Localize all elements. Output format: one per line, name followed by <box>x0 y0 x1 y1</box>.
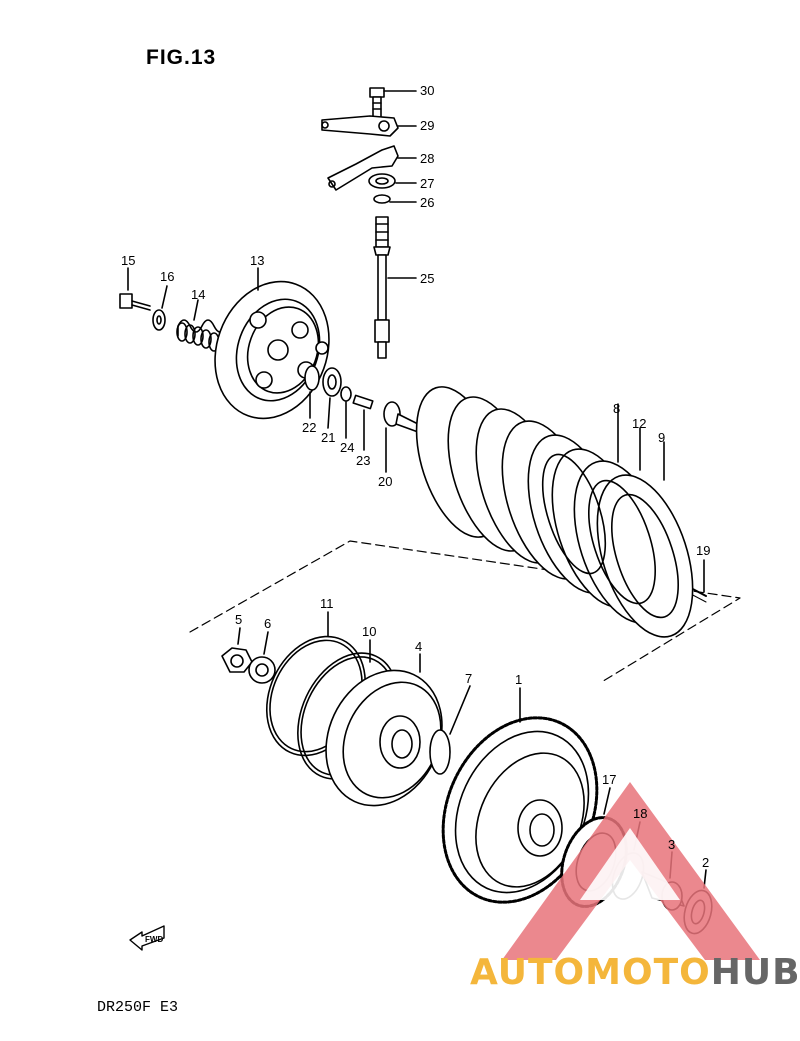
part-13-pressure-plate <box>214 267 330 420</box>
part-20-push-piece <box>383 401 419 473</box>
model-code: DR250F E3 <box>97 999 179 1016</box>
watermark-text: AUTOMOTOHUB <box>470 952 800 993</box>
label-part-22: 22 <box>302 420 316 435</box>
part-28-release-cam <box>327 145 417 191</box>
label-part-14: 14 <box>191 287 205 302</box>
label-part-24: 24 <box>340 440 354 455</box>
label-part-21: 21 <box>321 430 335 445</box>
label-part-16: 16 <box>160 269 174 284</box>
fwd-arrow-icon: FWD <box>129 925 165 951</box>
part-15-bolt <box>119 267 151 311</box>
label-part-23: 23 <box>356 453 370 468</box>
label-part-5: 5 <box>235 612 242 627</box>
part-23-pin <box>352 394 374 451</box>
label-part-13: 13 <box>250 253 264 268</box>
label-part-19: 19 <box>696 543 710 558</box>
part-6-lock-washer <box>248 631 276 684</box>
part-21-bearing <box>322 367 342 429</box>
label-part-10: 10 <box>362 624 376 639</box>
label-part-11: 11 <box>320 596 334 611</box>
label-part-2: 2 <box>702 855 709 870</box>
label-part-20: 20 <box>378 474 392 489</box>
part-number-labels: 30 29 28 27 26 25 15 16 14 13 22 21 24 2… <box>121 83 710 870</box>
fwd-label: FWD <box>145 935 163 944</box>
part-7-washer <box>429 685 471 775</box>
label-part-30: 30 <box>420 83 434 98</box>
label-part-4: 4 <box>415 639 422 654</box>
part-22-washer <box>304 365 320 419</box>
watermark-part2: HUB <box>710 952 800 993</box>
label-part-7: 7 <box>465 671 472 686</box>
part-4-clutch-sleeve-hub <box>325 653 443 807</box>
part-24-nut <box>340 386 352 439</box>
label-part-12: 12 <box>632 416 646 431</box>
part-1-primary-driven-gear <box>441 687 599 904</box>
label-part-25: 25 <box>420 271 434 286</box>
part-29-release-arm <box>321 115 417 137</box>
label-part-15: 15 <box>121 253 135 268</box>
label-part-3: 3 <box>668 837 675 852</box>
label-part-28: 28 <box>420 151 434 166</box>
label-part-9: 9 <box>658 430 665 445</box>
label-part-29: 29 <box>420 118 434 133</box>
part-5-nut <box>221 627 253 673</box>
watermark-part1: AUTOMOTO <box>470 952 711 993</box>
part-30-bolt <box>369 87 417 120</box>
label-part-17: 17 <box>602 772 616 787</box>
label-part-18: 18 <box>633 806 647 821</box>
label-part-27: 27 <box>420 176 434 191</box>
part-27-bearing <box>368 173 417 189</box>
label-part-6: 6 <box>264 616 271 631</box>
part-25-push-rod <box>373 216 417 359</box>
figure-title: FIG.13 <box>146 46 217 69</box>
label-part-8: 8 <box>613 401 620 416</box>
label-part-1: 1 <box>515 672 522 687</box>
clutch-plates <box>415 386 694 638</box>
part-26-washer <box>373 194 417 204</box>
part-16-washer <box>152 285 168 331</box>
watermark-logo-icon <box>502 782 760 960</box>
label-part-26: 26 <box>420 195 434 210</box>
